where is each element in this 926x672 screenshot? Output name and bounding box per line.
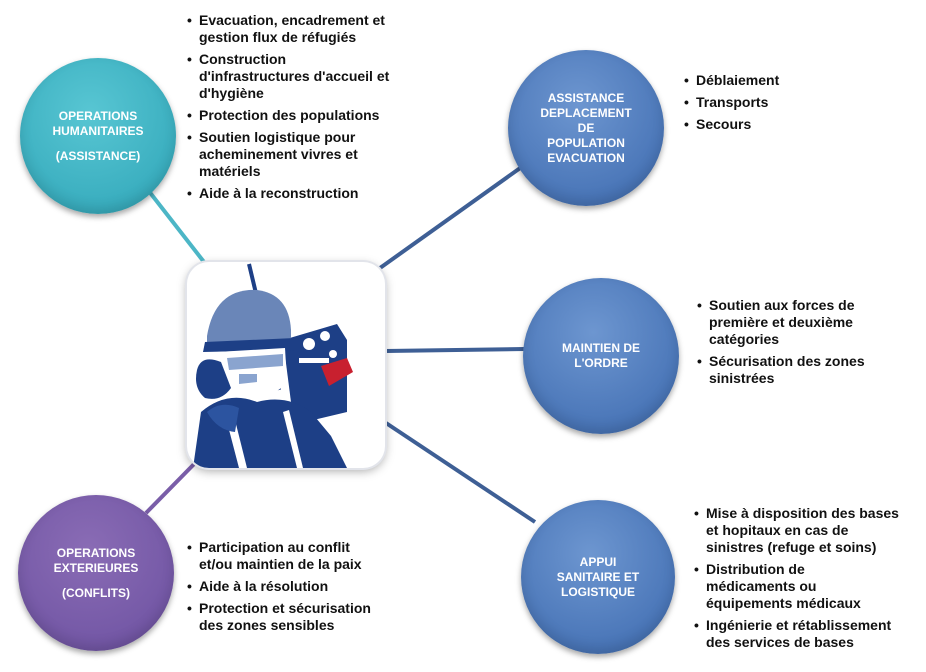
bullet-text-line: matériels [199,163,261,179]
bullet-dot: • [697,297,702,313]
bullet-text-line: équipements médicaux [706,595,861,611]
bullet-item: • Transports [684,94,824,111]
bullet-text-line: Ingénierie et rétablissement [706,617,892,633]
bullet-dot: • [694,617,699,633]
bullet-item: • Déblaiement [684,72,824,89]
bullet-text-line: d'hygiène [199,85,264,101]
bullet-item: • Secours [684,116,824,133]
bullet-text-line: et hopitaux en cas de [706,522,849,538]
bullet-dot: • [187,51,192,67]
node-maintien-ordre: MAINTIEN DE L'ORDRE [523,278,679,434]
node-title-line: MAINTIEN DE [562,341,640,355]
bullet-text-line: Protection des populations [199,107,380,123]
bullet-text-line: catégories [709,331,780,347]
bullet-text-line: Aide à la reconstruction [199,185,359,201]
bullet-text-line: sinistres (refuge et soins) [706,539,877,555]
bullet-dot: • [187,185,192,201]
bullet-text-line: Distribution de [706,561,805,577]
bullet-text-line: Soutien logistique pour [199,129,356,145]
bullet-text-line: première et deuxième [709,314,853,330]
bullet-text-line: Mise à disposition des bases [706,505,899,521]
bullet-text-line: Construction [199,51,287,67]
bullet-text-line: Transports [696,94,769,110]
bullet-text-line: acheminement vivres et [199,146,358,162]
node-title-line: ASSISTANCE [547,90,625,105]
bullet-dot: • [684,72,689,88]
center-soldier-image [187,262,385,468]
bullet-text-line: d'infrastructures d'accueil et [199,68,390,84]
connector-deplacement [378,164,525,270]
node-appui-sanitaire: APPUI SANITAIRE ET LOGISTIQUE [521,500,675,654]
bullet-dot: • [697,353,702,369]
bullet-text-line: Secours [696,116,752,132]
node-title-line: APPUI [579,554,617,569]
bullet-dot: • [187,578,192,594]
node-title-line: POPULATION [547,135,625,150]
node-assistance-deplacement: ASSISTANCE DEPLACEMENT DE POPULATION EVA… [508,50,664,206]
bullet-text-line: Aide à la résolution [199,578,329,594]
bullet-dot: • [187,600,192,616]
connector-sanitaire [384,421,537,524]
bullet-text-line: et/ou maintien de la paix [199,556,362,572]
node-title-line: DEPLACEMENT [540,105,632,120]
bullet-dot: • [187,12,192,28]
node-title-line: EXTERIEURES [53,560,139,575]
node-operations-exterieures: OPERATIONS EXTERIEURES (CONFLITS) [18,495,174,651]
bullet-text-line: Soutien aux forces de [709,297,855,313]
bullet-text-line: Protection et sécurisation [199,600,371,616]
connector-humanitaires [146,188,206,264]
node-title-line: SANITAIRE ET [556,569,640,584]
bullet-text-line: des services de bases [706,634,854,650]
bullet-dot: • [694,561,699,577]
bullet-item: • Aide à la reconstruction [187,185,427,202]
bullet-text-line: Déblaiement [696,72,780,88]
bullet-dot: • [187,539,192,555]
node-title-line: DE [577,120,595,135]
node-subtitle: (CONFLITS) [62,585,130,600]
node-operations-humanitaires: OPERATIONS HUMANITAIRES (ASSISTANCE) [20,58,176,214]
bullet-text-line: Evacuation, encadrement et [199,12,385,28]
connector-exterieures [144,456,202,515]
bullet-text-line: des zones sensibles [199,617,335,633]
node-subtitle: (ASSISTANCE) [55,148,141,163]
bullet-dot: • [684,94,689,110]
soldier-with-radio-icon [193,263,353,468]
node-title-line: OPERATIONS [58,108,138,123]
bullet-item: • Protection des populations [187,107,427,124]
node-title-line: OPERATIONS [56,545,136,560]
bullet-dot: • [684,116,689,132]
node-title-line: LOGISTIQUE [560,584,635,599]
node-title-line: HUMANITAIRES [52,123,144,138]
bullets-deplacement: • Déblaiement • Transports • Secours [684,72,824,138]
bullet-text-line: gestion flux de réfugiés [199,29,357,45]
bullet-text-line: Participation au conflit [199,539,350,555]
bullet-item: • Aide à la résolution [187,578,417,595]
bullet-dot: • [187,129,192,145]
node-title-line: L'ORDRE [574,356,628,370]
connector-ordre [385,347,525,353]
bullet-text-line: médicaments ou [706,578,817,594]
bullet-text-line: sinistrées [709,370,775,386]
bullet-dot: • [694,505,699,521]
bullet-text-line: Sécurisation des zones [709,353,865,369]
bullet-dot: • [187,107,192,123]
node-title-line: EVACUATION [547,150,625,165]
